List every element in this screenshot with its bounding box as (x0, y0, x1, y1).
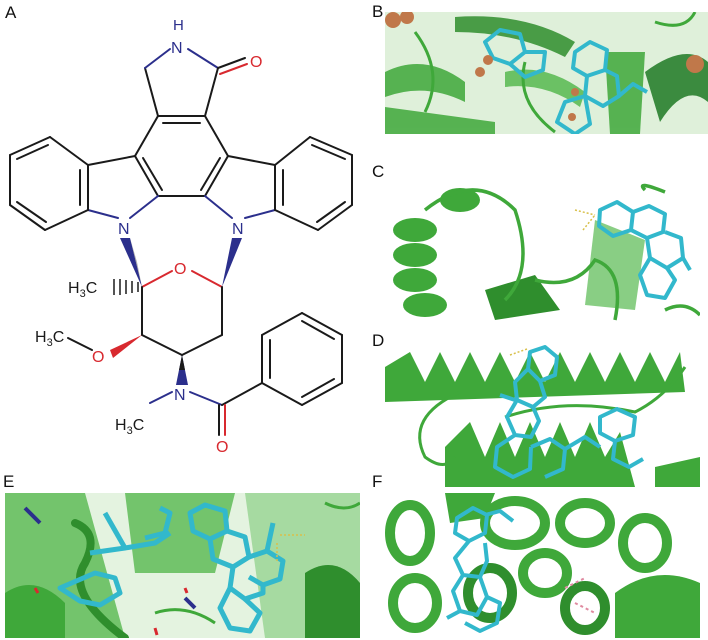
panel-a-structure: H N O N N O H3C H3C O N H3C O (0, 0, 365, 470)
panel-e-render (5, 493, 360, 638)
panel-b-render (385, 12, 708, 134)
atom-n-lactam: N (171, 40, 183, 57)
panel-label-b: B (372, 2, 384, 21)
panel-label-a: A (5, 3, 17, 22)
protein-ribbon-render-e (5, 493, 360, 638)
atom-n-indole-right: N (232, 221, 244, 238)
atom-n-indole-left: N (118, 221, 130, 238)
panel-label-d: D (372, 331, 385, 350)
atom-n-amide: N (174, 387, 186, 404)
protein-ribbon-render-b (385, 12, 708, 134)
atom-o-methoxy: O (92, 349, 104, 366)
chemical-structure-diagram: H N O N N O H3C H3C O N H3C O (9, 17, 353, 456)
n-methyl-label: H3C (115, 417, 144, 437)
panel-label-f: F (372, 472, 383, 491)
protein-ribbon-render-f (385, 493, 700, 638)
atom-h-label: H (173, 17, 184, 34)
protein-ribbon-render-d (385, 337, 700, 487)
methoxy-methyl-label: H3C (35, 329, 64, 349)
atom-o-carbonyl: O (250, 54, 262, 71)
panel-label-e: E (3, 472, 15, 491)
panel-label-c: C (372, 162, 385, 181)
panel-c-render (385, 180, 700, 325)
methyl-label: H3C (68, 280, 97, 300)
protein-ribbon-render-c (385, 180, 700, 325)
atom-o-amide: O (216, 439, 228, 456)
panel-d-render (385, 337, 700, 487)
atom-o-ring: O (174, 261, 186, 278)
panel-f-render (385, 493, 700, 638)
